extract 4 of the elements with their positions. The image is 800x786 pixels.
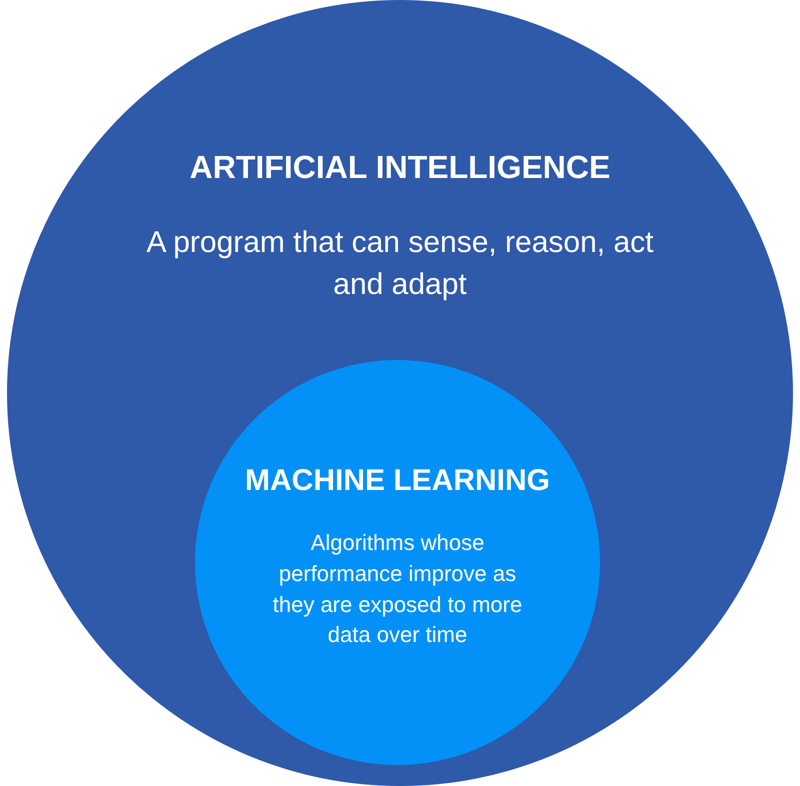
category-heading: ARTIFICIAL INTELLIGENCE bbox=[188, 148, 612, 187]
category-description: A program that can sense, reason, act and adapt bbox=[146, 225, 654, 303]
category-description: Algorithms whose performance improve as they are exposed to more data over time bbox=[272, 529, 522, 650]
category-heading: MACHINE LEARNING bbox=[244, 463, 551, 499]
